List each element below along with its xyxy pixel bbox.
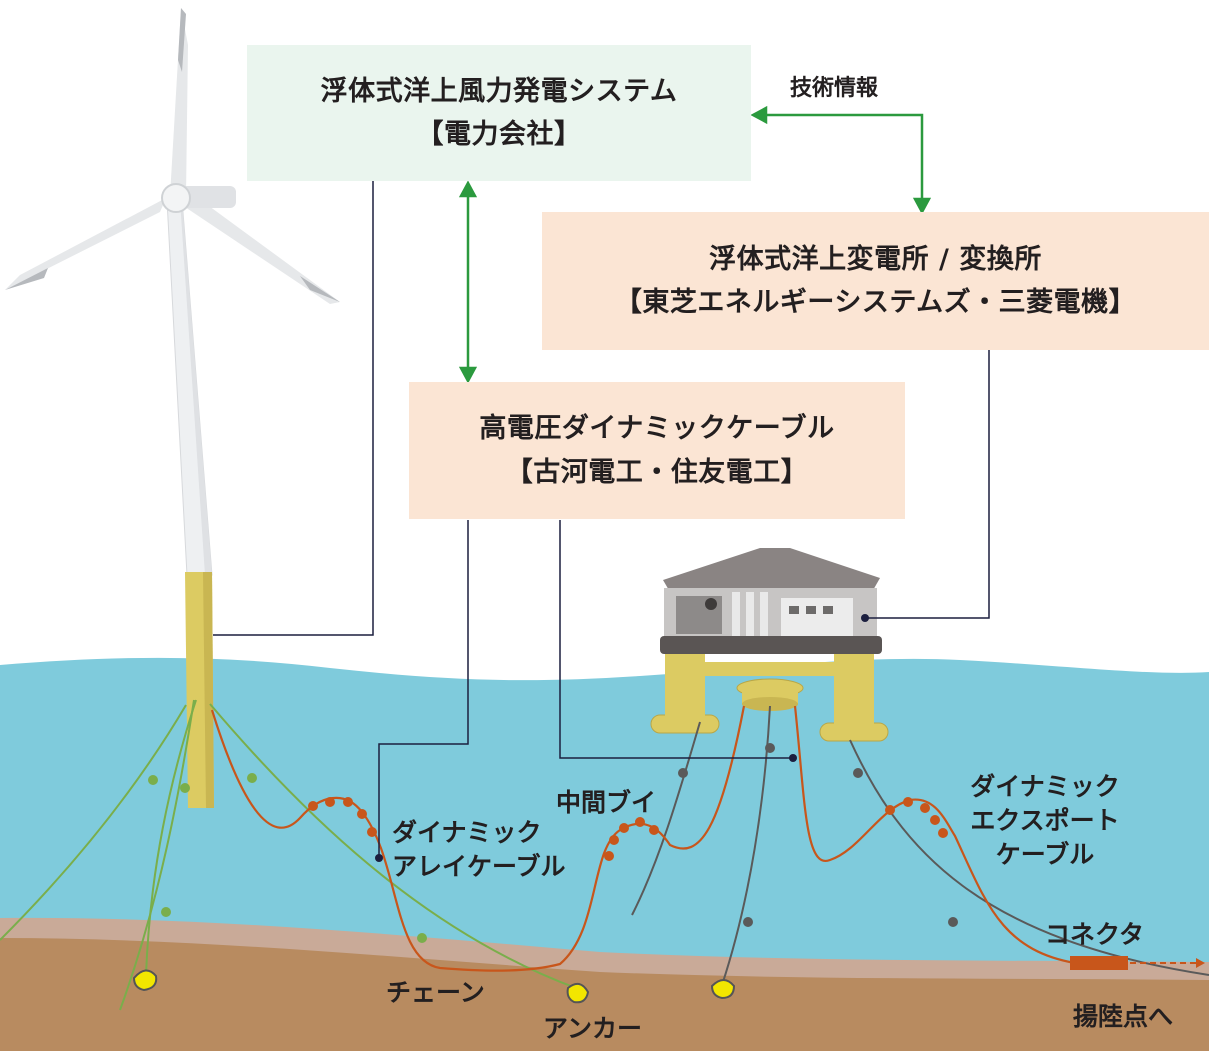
dynamic-array-cable-label: ダイナミック アレイケーブル <box>392 818 566 881</box>
dynamic-export-cable-label: ダイナミック エクスポート ケーブル <box>970 772 1120 869</box>
connector <box>1070 956 1128 970</box>
hv-cable-title: 高電圧ダイナミックケーブル <box>479 413 835 445</box>
hv-cable-box: 高電圧ダイナミックケーブル 【古河電工・住友電工】 <box>409 382 905 519</box>
mooring-weights-gray <box>678 743 958 927</box>
anchor-icon <box>710 979 736 1000</box>
substation-title: 浮体式洋上変電所 / 変換所 <box>709 243 1042 275</box>
to-landing-label: 揚陸点へ <box>1073 1002 1174 1031</box>
mooring-buoys-green <box>148 773 427 943</box>
substation-box: 浮体式洋上変電所 / 変換所 【東芝エネルギーシステムズ・三菱電機】 <box>542 212 1209 350</box>
anchor-icon <box>566 982 590 1004</box>
leader-lines <box>213 180 990 858</box>
seabed <box>0 938 1209 1051</box>
turbine-system-company: 【電力会社】 <box>416 119 582 150</box>
arrow-head-icon <box>1196 958 1205 968</box>
turbine-system-box: 浮体式洋上風力発電システム 【電力会社】 <box>247 45 751 181</box>
anchor-icon <box>132 969 158 992</box>
leader-dots <box>375 614 869 862</box>
chain-label: チェーン <box>386 978 485 1007</box>
hv-cable-companies: 【古河電工・住友電工】 <box>505 456 809 488</box>
substation-roof <box>663 548 880 592</box>
turbine-blade-right <box>182 195 340 304</box>
turbine-blade-left <box>5 198 166 290</box>
tech-info-label: 技術情報 <box>790 76 879 101</box>
anchor-label: アンカー <box>543 1014 643 1043</box>
turbine-hub <box>161 183 191 213</box>
substation-column-left <box>665 642 705 720</box>
substation-deck-base <box>660 636 882 654</box>
substation-brace <box>700 662 840 676</box>
substation-column-right <box>834 650 874 730</box>
turbine-mooring-lines <box>0 699 577 1011</box>
mid-buoy-label: 中間ブイ <box>556 788 657 817</box>
substation-companies: 【東芝エネルギーシステムズ・三菱電機】 <box>614 287 1137 318</box>
turbine-system-title: 浮体式洋上風力発電システム <box>320 75 678 107</box>
turbine-blade-up <box>170 8 188 196</box>
connector-label: コネクタ <box>1045 920 1145 949</box>
tech-info-arrows <box>458 105 932 384</box>
cable-buoyancy-modules <box>308 797 948 861</box>
